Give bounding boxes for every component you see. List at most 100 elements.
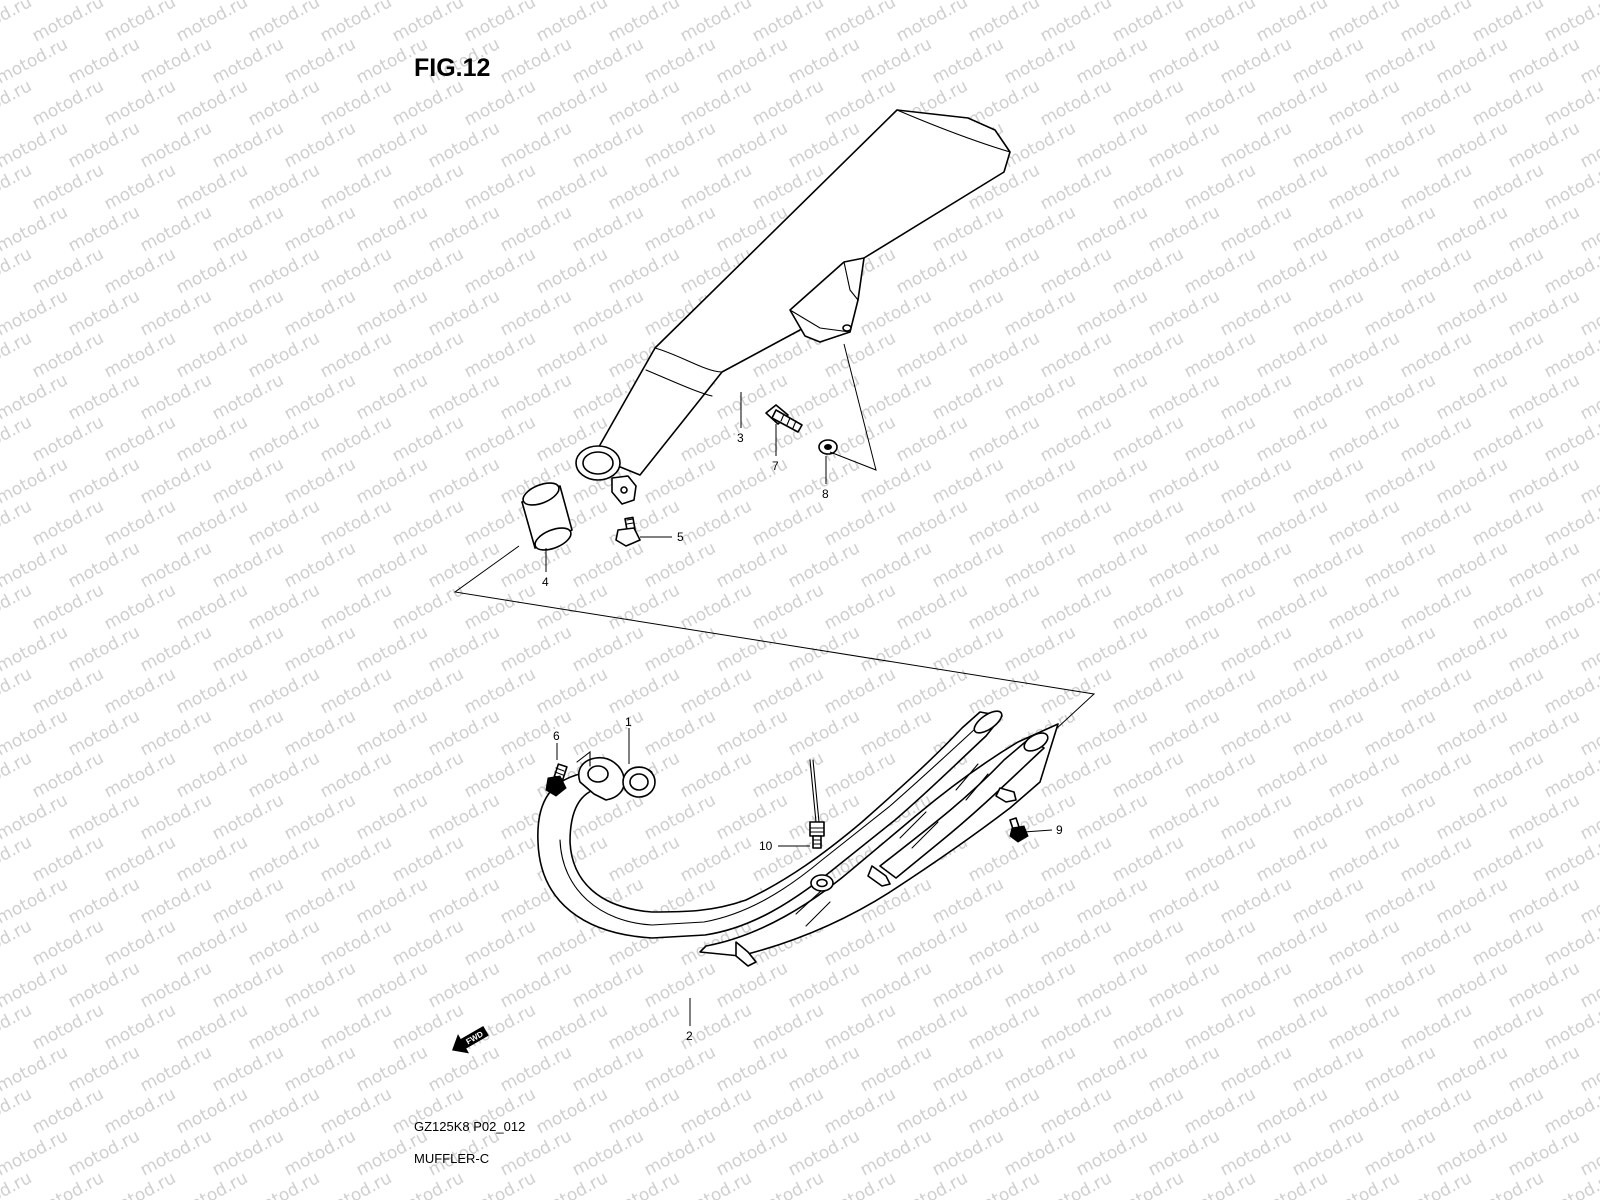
watermark-text: motod.ru bbox=[1397, 748, 1475, 802]
watermark-text: motod.ru bbox=[713, 790, 791, 844]
watermark-text: motod.ru bbox=[893, 580, 971, 634]
watermark-text: motod.ru bbox=[137, 370, 215, 424]
gasket-part[interactable] bbox=[622, 766, 656, 798]
connector-sleeve-part[interactable] bbox=[520, 479, 574, 555]
watermark-text: motod.ru bbox=[1181, 916, 1259, 970]
watermark-text: motod.ru bbox=[389, 328, 467, 382]
bracket-reference-lines bbox=[829, 343, 877, 471]
watermark-text: motod.ru bbox=[1361, 454, 1439, 508]
watermark-text: motod.ru bbox=[857, 958, 935, 1012]
watermark-text: motod.ru bbox=[1289, 1126, 1367, 1180]
watermark-text: motod.ru bbox=[965, 328, 1043, 382]
watermark-text: motod.ru bbox=[965, 1084, 1043, 1138]
watermark-text: motod.ru bbox=[929, 34, 1007, 88]
watermark-text: motod.ru bbox=[1145, 34, 1223, 88]
callout-9[interactable]: 9 bbox=[1056, 823, 1063, 837]
watermark-text: motod.ru bbox=[389, 244, 467, 298]
watermark-text: motod.ru bbox=[1037, 580, 1115, 634]
watermark-text: motod.ru bbox=[353, 118, 431, 172]
callout-3[interactable]: 3 bbox=[737, 431, 744, 445]
watermark-text: motod.ru bbox=[1397, 664, 1475, 718]
watermark-text: motod.ru bbox=[209, 286, 287, 340]
watermark-text: motod.ru bbox=[1433, 286, 1511, 340]
watermark-text: motod.ru bbox=[605, 1084, 683, 1138]
callout-5[interactable]: 5 bbox=[677, 530, 684, 544]
watermark-text: motod.ru bbox=[281, 1126, 359, 1180]
oxygen-sensor-part[interactable] bbox=[809, 759, 825, 849]
watermark-text: motod.ru bbox=[209, 1042, 287, 1096]
watermark-text: motod.ru bbox=[641, 34, 719, 88]
watermark-text: motod.ru bbox=[317, 916, 395, 970]
watermark-text: motod.ru bbox=[677, 0, 755, 46]
watermark-text: motod.ru bbox=[317, 76, 395, 130]
callout-1[interactable]: 1 bbox=[625, 715, 632, 729]
watermark-text: motod.ru bbox=[281, 370, 359, 424]
flange-bolt-part[interactable] bbox=[545, 763, 568, 797]
exhaust-pipe-part[interactable] bbox=[537, 711, 1003, 939]
watermark-text: motod.ru bbox=[1037, 244, 1115, 298]
watermark-text: motod.ru bbox=[497, 706, 575, 760]
watermark-text: motod.ru bbox=[281, 622, 359, 676]
watermark-text: motod.ru bbox=[1109, 1168, 1187, 1200]
watermark-text: motod.ru bbox=[1181, 328, 1259, 382]
watermark-text: motod.ru bbox=[389, 916, 467, 970]
watermark-text: motod.ru bbox=[1145, 874, 1223, 928]
watermark-text: motod.ru bbox=[1181, 1168, 1259, 1200]
watermark-text: motod.ru bbox=[1325, 160, 1403, 214]
watermark-text: motod.ru bbox=[1433, 370, 1511, 424]
watermark-text: motod.ru bbox=[1037, 412, 1115, 466]
watermark-text: motod.ru bbox=[857, 622, 935, 676]
mount-bolt-part[interactable] bbox=[765, 404, 803, 433]
watermark-text: motod.ru bbox=[1037, 1168, 1115, 1200]
watermark-text: motod.ru bbox=[1577, 538, 1600, 592]
washer-part[interactable] bbox=[818, 439, 838, 455]
watermark-text: motod.ru bbox=[893, 916, 971, 970]
watermark-text: motod.ru bbox=[353, 706, 431, 760]
watermark-text: motod.ru bbox=[101, 664, 179, 718]
watermark-text: motod.ru bbox=[1145, 958, 1223, 1012]
watermark-text: motod.ru bbox=[1073, 790, 1151, 844]
watermark-text: motod.ru bbox=[101, 76, 179, 130]
watermark-text: motod.ru bbox=[425, 286, 503, 340]
watermark-text: motod.ru bbox=[677, 1000, 755, 1054]
watermark-text: motod.ru bbox=[1325, 496, 1403, 550]
watermark-text: motod.ru bbox=[1145, 286, 1223, 340]
callout-10[interactable]: 10 bbox=[759, 839, 773, 853]
watermark-text: motod.ru bbox=[893, 1000, 971, 1054]
clamp-bolt-part[interactable] bbox=[615, 516, 641, 547]
watermark-text: motod.ru bbox=[209, 958, 287, 1012]
watermark-text: motod.ru bbox=[0, 0, 35, 46]
watermark-text: motod.ru bbox=[281, 706, 359, 760]
callout-2[interactable]: 2 bbox=[686, 1029, 693, 1043]
watermark-text: motod.ru bbox=[1433, 706, 1511, 760]
watermark-text: motod.ru bbox=[641, 118, 719, 172]
watermark-text: motod.ru bbox=[1109, 160, 1187, 214]
watermark-text: motod.ru bbox=[1073, 34, 1151, 88]
watermark-text: motod.ru bbox=[461, 412, 539, 466]
watermark-text: motod.ru bbox=[965, 580, 1043, 634]
watermark-text: motod.ru bbox=[533, 1084, 611, 1138]
watermark-text: motod.ru bbox=[1577, 1042, 1600, 1096]
watermark-text: motod.ru bbox=[1289, 118, 1367, 172]
watermark-text: motod.ru bbox=[749, 1000, 827, 1054]
watermark-text: motod.ru bbox=[605, 160, 683, 214]
watermark-text: motod.ru bbox=[857, 706, 935, 760]
watermark-text: motod.ru bbox=[1289, 286, 1367, 340]
watermark-text: motod.ru bbox=[1397, 496, 1475, 550]
watermark-text: motod.ru bbox=[1073, 1126, 1151, 1180]
watermark-text: motod.ru bbox=[137, 1042, 215, 1096]
pipe-bolt-part[interactable] bbox=[1009, 817, 1029, 843]
callout-8[interactable]: 8 bbox=[822, 487, 829, 501]
watermark-text: motod.ru bbox=[641, 454, 719, 508]
watermark-text: motod.ru bbox=[1253, 1000, 1331, 1054]
callout-7[interactable]: 7 bbox=[772, 459, 779, 473]
watermark-text: motod.ru bbox=[281, 286, 359, 340]
callout-4[interactable]: 4 bbox=[542, 575, 549, 589]
watermark-text: motod.ru bbox=[1289, 622, 1367, 676]
watermark-text: motod.ru bbox=[1181, 412, 1259, 466]
watermark-text: motod.ru bbox=[1289, 790, 1367, 844]
watermark-text: motod.ru bbox=[1577, 958, 1600, 1012]
callout-6[interactable]: 6 bbox=[553, 729, 560, 743]
watermark-text: motod.ru bbox=[965, 0, 1043, 46]
watermark-text: motod.ru bbox=[1577, 874, 1600, 928]
